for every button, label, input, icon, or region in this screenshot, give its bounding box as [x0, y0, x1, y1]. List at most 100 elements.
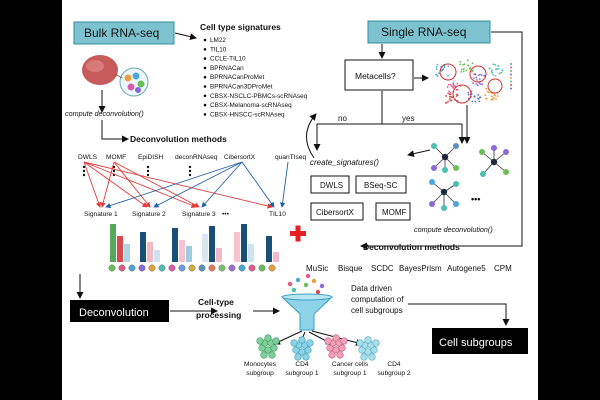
scatter-point	[477, 74, 480, 77]
processing-line-1: Cell-type	[198, 297, 234, 307]
network-node	[453, 181, 459, 187]
scatter-point	[476, 84, 479, 87]
network-node	[441, 205, 447, 211]
scatter-point	[471, 70, 473, 73]
scatter-point	[477, 94, 480, 96]
bulk-rnaseq-title: Bulk RNA-seq	[84, 26, 159, 40]
scatter-point	[497, 65, 500, 67]
scatter-point	[446, 86, 449, 88]
scatter-point	[445, 95, 448, 97]
cell-type-dot	[258, 264, 266, 272]
scatter-point	[435, 68, 438, 71]
subgroup-cell	[294, 353, 302, 361]
scatter-point	[473, 95, 476, 98]
scatter-point	[496, 67, 499, 70]
subgroup-cell	[364, 336, 372, 344]
funnel-cell-dot	[305, 273, 311, 279]
bulk-method-dwls: DWLS	[78, 154, 98, 161]
single-method-cpm: CPM	[494, 264, 512, 273]
cell-type-dot	[188, 264, 196, 272]
illustration-bar	[172, 228, 178, 262]
subgroup-cell	[336, 351, 344, 359]
bulk-method-cibersortx: CibersortX	[224, 154, 256, 161]
signature-bullet	[203, 48, 207, 51]
network-node	[431, 165, 437, 171]
scatter-legend-dot	[510, 63, 512, 65]
scatter-point	[447, 74, 450, 77]
scatter-point	[462, 68, 465, 71]
cell-type-dot	[208, 264, 216, 272]
scatter-point	[451, 85, 453, 88]
scatter-legend-dot	[510, 87, 512, 90]
data-driven-line-2: computation of	[351, 295, 404, 304]
bulk-rnaseq-header	[73, 21, 175, 45]
tool-dwls: DWLS	[320, 181, 343, 190]
scatter-point	[495, 68, 497, 71]
cell-subgroups-label: Cell subgroups	[439, 337, 513, 349]
tool-box-dwls	[310, 175, 350, 194]
funnel-output-arrows	[273, 330, 363, 346]
scatter-point	[465, 69, 468, 72]
subgroup-cell	[306, 339, 314, 347]
subgroup-cell	[340, 337, 348, 345]
subgroup-cell	[328, 351, 336, 359]
scatter-point	[472, 77, 475, 80]
scatter-point	[445, 101, 448, 104]
illustration-bar	[140, 232, 146, 262]
scatter-point	[460, 68, 463, 71]
scatter-point	[466, 59, 469, 62]
signature-item: BPRNACan3DProMet	[210, 84, 273, 91]
bulk-deconvolution-methods-title: Deconvolution methods	[130, 134, 227, 144]
cell-type-dot	[138, 264, 146, 272]
illustration-bar	[202, 234, 208, 262]
subgroup-cell	[356, 339, 364, 347]
illustration-bar	[234, 232, 240, 262]
network-node	[480, 171, 486, 177]
scatter-point	[494, 64, 497, 66]
bulk-method-quantiseq: quanTIseq	[275, 154, 306, 161]
arrow-back-to-signatures	[306, 113, 317, 159]
output-signature-2: Signature 2	[132, 211, 166, 218]
scatter-point	[496, 95, 499, 98]
single-method-music: MuSic	[306, 264, 328, 273]
signature-item: CCLE-TIL10	[210, 56, 246, 63]
scatter-point	[472, 82, 475, 84]
scatter-point	[485, 97, 488, 100]
illustration-bar	[154, 250, 160, 262]
scatter-point	[436, 63, 439, 66]
single-to-methods-arrow	[360, 31, 523, 250]
scatter-point	[488, 67, 491, 70]
tool-box-momf	[375, 202, 411, 221]
cell-type-signatures-title: Cell type signatures	[200, 22, 281, 32]
scatter-point	[452, 86, 455, 89]
scatter-point	[492, 97, 495, 99]
tool-box-cibersortx	[310, 202, 364, 221]
scatter-point	[490, 69, 493, 72]
single-method-bisque: Bisque	[338, 264, 363, 273]
scatter-point	[435, 73, 437, 76]
scatter-point	[479, 83, 482, 85]
scatter-point	[438, 72, 440, 75]
bulk-method-deconrnaseq: deconRNAseq	[175, 154, 218, 161]
network-node	[503, 149, 509, 155]
arrow-to-cell-subgroups	[408, 303, 510, 326]
funnel-cell-dot	[303, 282, 309, 288]
data-driven-line-1: Data driven	[351, 284, 392, 293]
network-node	[429, 179, 435, 185]
illustration-bar	[248, 244, 254, 262]
illustration-bar	[179, 240, 185, 262]
signature-bullet	[203, 94, 207, 98]
scatter-point	[467, 64, 470, 67]
scatter-point	[456, 82, 459, 85]
scatter-point	[481, 83, 484, 86]
subgroup-cell	[368, 353, 376, 361]
network-node	[429, 201, 435, 207]
signature-bullet	[203, 113, 207, 116]
scatter-point	[447, 92, 450, 95]
single-method-autogene5: Autogene5	[447, 264, 486, 273]
funnel-cell-dot	[319, 283, 325, 289]
scatter-point	[479, 96, 482, 99]
plus-icon	[290, 225, 306, 242]
subgroup-4-line-2: subgroup 2	[378, 370, 411, 377]
scatter-point	[472, 69, 474, 72]
